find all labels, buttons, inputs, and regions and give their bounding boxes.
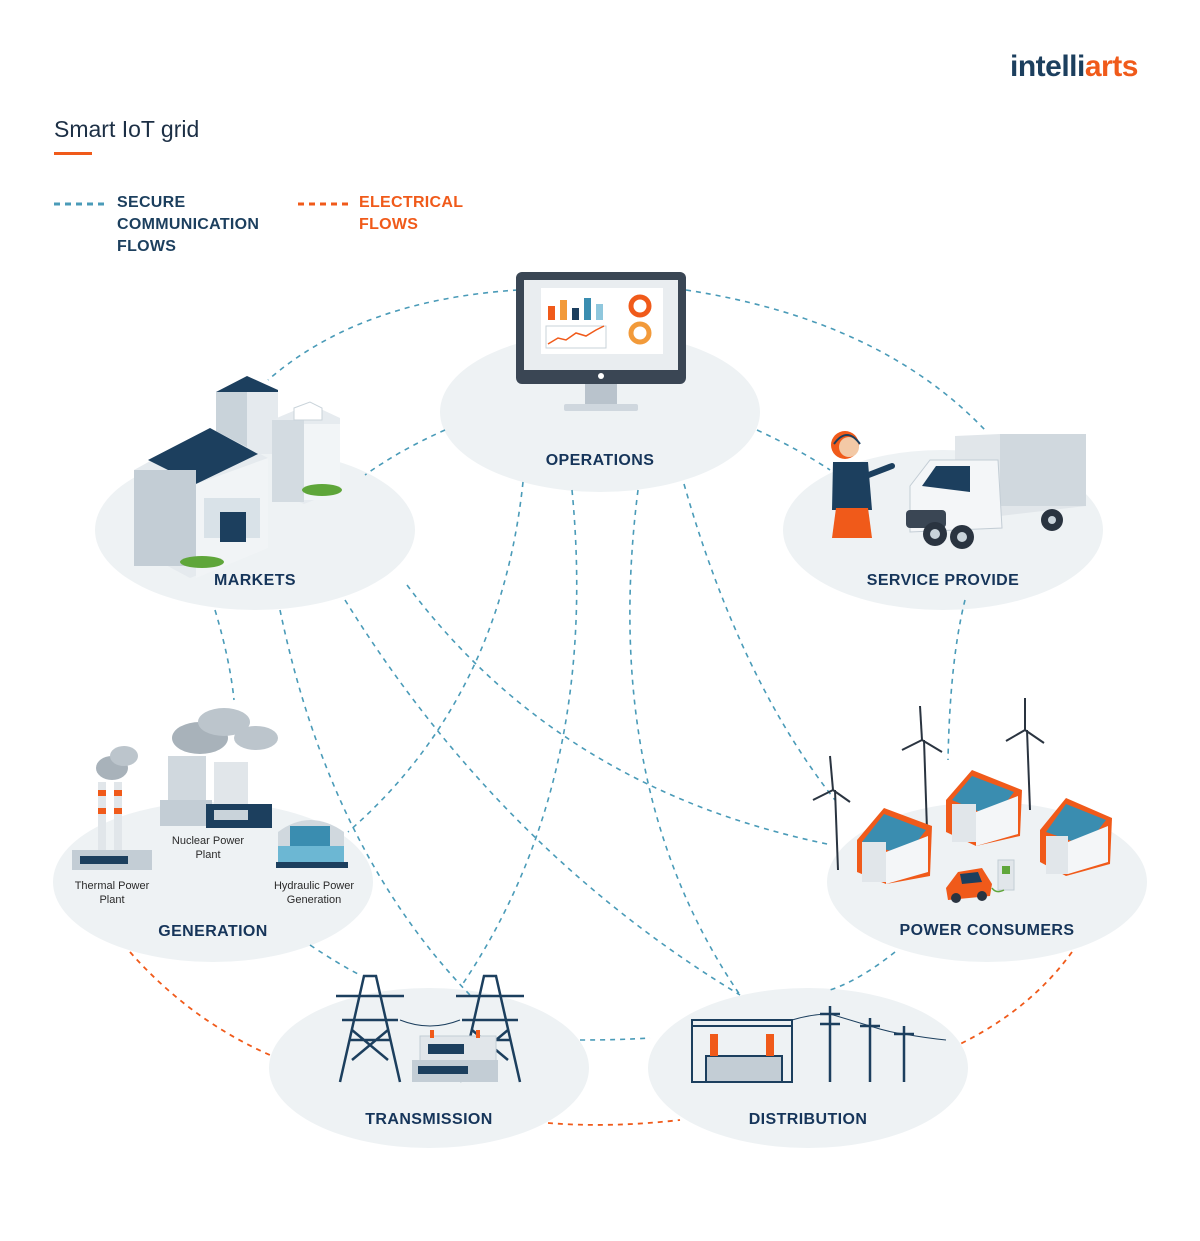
eflow-distribution-consumers [957, 951, 1073, 1046]
hydraulic-plant-icon [276, 820, 348, 868]
houses-icon [857, 770, 1112, 884]
flow-operations-markets-outer [267, 289, 519, 381]
service-agent-icon [831, 431, 895, 538]
node-label-power-consumers: POWER CONSUMERS [899, 922, 1075, 939]
flow-generation-transmission [309, 944, 361, 976]
wind-turbines-icon [812, 698, 1045, 871]
flow-service-consumers [947, 599, 966, 761]
title-underline [54, 152, 92, 155]
monitor-icon [516, 272, 686, 411]
node-label-transmission: TRANSMISSION [365, 1111, 493, 1128]
electrical-flows [129, 951, 1073, 1126]
node-label-service-provide: SERVICE PROVIDE [866, 572, 1020, 589]
legend-electrical-label: ELECTRICAL FLOWS [359, 192, 463, 236]
flow-operations-service-inner [756, 429, 831, 471]
thermal-plant-label-line1: Thermal Power [74, 880, 150, 892]
flow-operations-distribution [629, 489, 741, 996]
nuclear-plant-label-line1: Nuclear Power [171, 835, 245, 847]
nuclear-plant-icon [160, 708, 278, 828]
legend-secure-line3: FLOWS [117, 238, 177, 255]
substation-icon [412, 1030, 498, 1082]
distribution-substation-icon [691, 1019, 793, 1083]
flow-markets-generation [214, 609, 235, 701]
node-label-distribution: DISTRIBUTION [748, 1111, 868, 1128]
eflow-generation-transmission [129, 951, 271, 1056]
flow-operations-markets-inner [364, 429, 446, 476]
hydraulic-plant-label-line2: Generation [286, 894, 342, 906]
eflow-transmission-distribution [547, 1119, 681, 1126]
legend-secure-label: SECURE COMMUNICATION FLOWS [117, 192, 259, 258]
nuclear-plant-label: Nuclear Power Plant [158, 834, 258, 862]
node-label-generation: GENERATION [158, 923, 268, 940]
flow-operations-service-outer [685, 289, 986, 431]
flow-markets-distribution [344, 599, 741, 996]
legend-electrical-line2: FLOWS [359, 216, 419, 233]
legend-electrical-line1: ELECTRICAL [359, 194, 464, 211]
node-bg-distribution [648, 988, 968, 1148]
truck-icon [906, 434, 1086, 549]
node-label-operations: OPERATIONS [545, 452, 655, 469]
electric-car-icon [946, 859, 1015, 903]
buildings-icon [134, 376, 342, 578]
flow-operations-transmission [461, 489, 578, 986]
flow-markets-consumers [406, 584, 833, 846]
node-label-markets: MARKETS [214, 572, 296, 589]
thermal-plant-label: Thermal Power Plant [62, 879, 162, 907]
brand-name-part2: arts [1084, 50, 1139, 83]
hydraulic-plant-label-line1: Hydraulic Power [273, 880, 355, 892]
hydraulic-plant-label: Hydraulic Power Generation [262, 879, 366, 907]
thermal-plant-icon [72, 746, 152, 870]
nuclear-plant-label-line2: Plant [195, 849, 221, 861]
legend-secure-line1: SECURE [117, 194, 186, 211]
thermal-plant-label-line2: Plant [99, 894, 125, 906]
brand-logo: intelliarts [1010, 50, 1138, 84]
flow-transmission-distribution [579, 1037, 651, 1041]
flow-markets-transmission [279, 609, 471, 996]
page-title: Smart IoT grid [54, 116, 200, 142]
legend-secure-line2: COMMUNICATION [117, 216, 260, 233]
flow-consumers-distribution [829, 951, 896, 991]
utility-poles-icon [791, 1006, 947, 1082]
brand-name-part1: intelli [1010, 50, 1085, 83]
flow-operations-consumers [683, 483, 836, 801]
secure-flows [214, 289, 986, 1041]
